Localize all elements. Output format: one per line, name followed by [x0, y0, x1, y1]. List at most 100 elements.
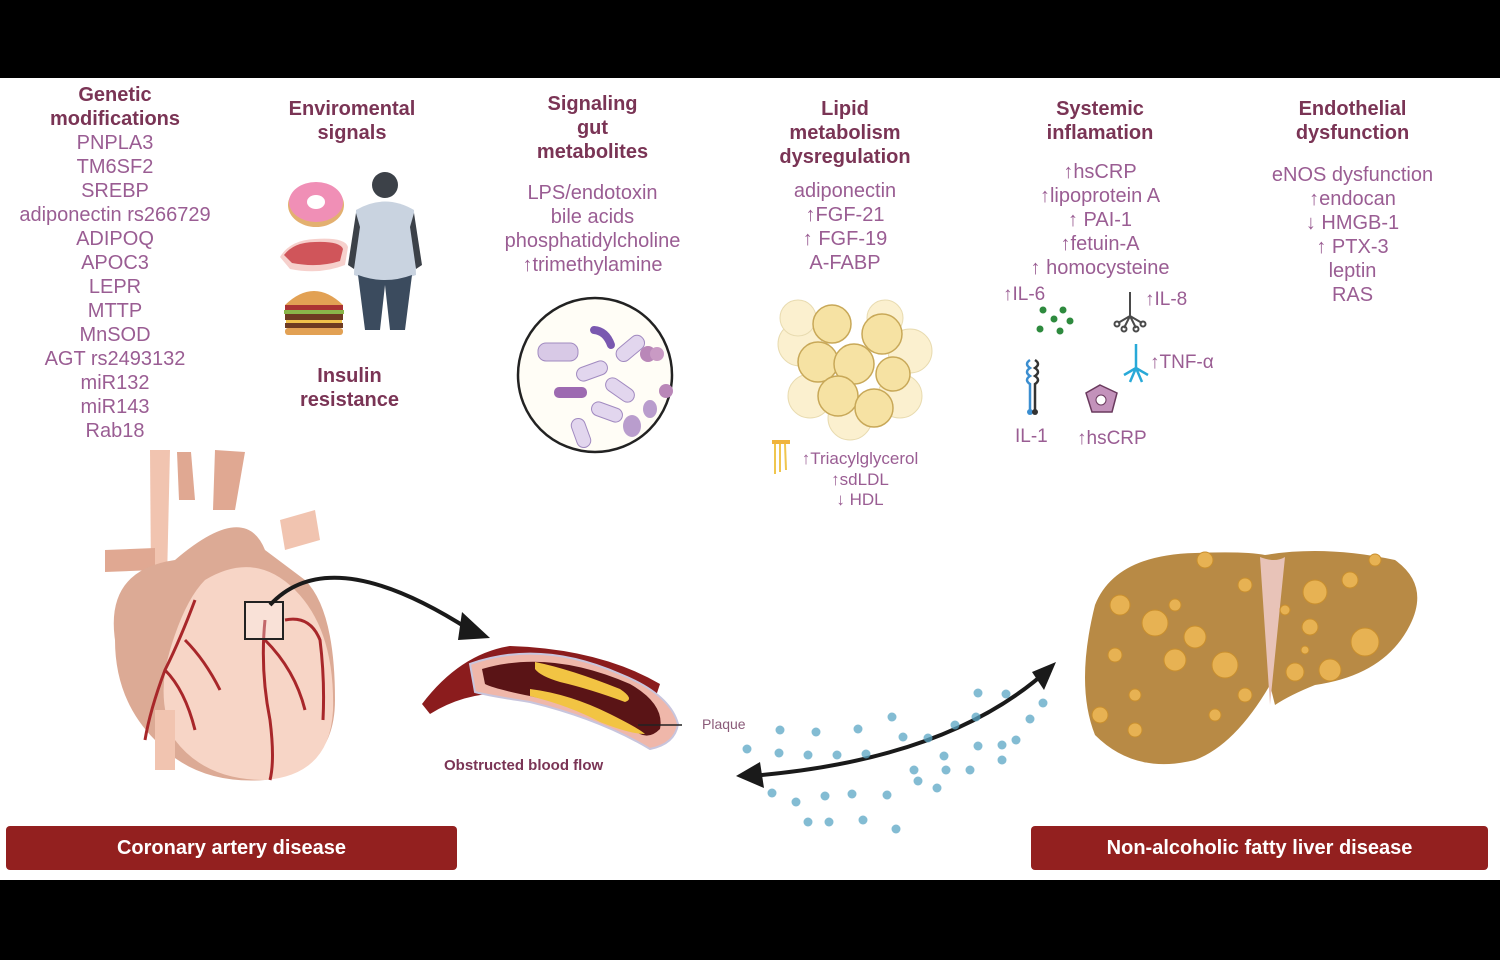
- particle: [853, 724, 863, 734]
- lipid-sub-item: ↓ HDL: [836, 490, 884, 509]
- endothelial-item: ↑endocan: [1309, 188, 1396, 210]
- particle: [882, 790, 892, 800]
- inflammation-column: Systemic inflamation ↑hsCRP↑lipoprotein …: [995, 97, 1205, 280]
- inflammation-list: ↑hsCRP↑lipoprotein A↑ PAI-1↑fetuin-A↑ ho…: [995, 160, 1205, 280]
- genetic-item: SREBP: [81, 180, 149, 202]
- gut-item: ↑trimethylamine: [522, 254, 663, 276]
- tnf-receptor-icon: [1123, 344, 1149, 383]
- heart-icon: [105, 450, 335, 781]
- particle: [861, 749, 871, 759]
- environmental-column: Enviromental signals: [262, 97, 442, 145]
- particle: [832, 750, 842, 760]
- il8-label: ↑IL-8: [1145, 289, 1188, 310]
- fat-droplet: [1350, 627, 1380, 657]
- genetic-item: APOC3: [81, 252, 149, 274]
- fat-droplet: [1196, 551, 1214, 569]
- il1-label: IL-1: [1015, 426, 1048, 447]
- gut-item: bile acids: [550, 206, 635, 228]
- particle: [887, 712, 897, 722]
- particle: [973, 741, 983, 751]
- fat-droplet: [1211, 651, 1239, 679]
- inflammation-item: ↑fetuin-A: [1060, 233, 1140, 255]
- lipid-sub-item: ↑Triacylglycerol: [801, 449, 919, 468]
- genetic-item: ADIPOQ: [76, 228, 154, 250]
- environmental-icons: [280, 172, 422, 335]
- genetic-item: MTTP: [87, 300, 143, 322]
- genetic-item: AGT rs2493132: [44, 348, 186, 370]
- fat-droplet: [1128, 688, 1142, 702]
- fat-droplet: [1301, 618, 1319, 636]
- phospholipid-icon: [772, 440, 790, 474]
- tnf-label: ↑TNF-α: [1150, 352, 1214, 373]
- il1-receptor-icon: [1025, 358, 1040, 415]
- fat-droplet: [1302, 579, 1328, 605]
- genetic-item: adiponectin rs266729: [19, 204, 211, 226]
- particle: [775, 725, 785, 735]
- particle: [1001, 689, 1011, 699]
- fat-droplet: [1109, 594, 1131, 616]
- fat-droplets: [1091, 551, 1382, 738]
- genetic-item: MnSOD: [79, 324, 151, 346]
- endothelial-column: Endothelial dysfunction eNOS dysfunction…: [1250, 97, 1455, 307]
- particle: [803, 750, 813, 760]
- endothelial-item: ↓ HMGB-1: [1305, 212, 1400, 234]
- inflammation-item: ↑ homocysteine: [1030, 257, 1170, 279]
- endothelial-title: Endothelial dysfunction: [1295, 98, 1410, 144]
- circulating-particles: [742, 688, 1048, 834]
- particle: [1011, 735, 1021, 745]
- particle: [891, 824, 901, 834]
- particle: [791, 797, 801, 807]
- fat-droplet: [1208, 708, 1222, 722]
- fat-droplet: [1183, 625, 1207, 649]
- fat-droplet: [1318, 658, 1342, 682]
- gut-microbiota-icon: [516, 296, 674, 454]
- fat-droplet: [1091, 706, 1109, 724]
- genetic-item: miR143: [80, 396, 150, 418]
- gut-item: phosphatidylcholine: [504, 230, 681, 252]
- particle: [965, 765, 975, 775]
- particle: [858, 815, 868, 825]
- inflammation-title: Systemic inflamation: [1046, 98, 1154, 144]
- lipid-sub-item: ↑sdLDL: [831, 469, 889, 489]
- fat-droplet: [1168, 598, 1182, 612]
- inflammation-item: ↑ PAI-1: [1067, 209, 1133, 231]
- particle: [913, 776, 923, 786]
- endothelial-item: ↑ PTX-3: [1316, 236, 1389, 258]
- lipid-item: ↑FGF-21: [805, 204, 885, 226]
- genetic-title: Genetic modifications: [49, 84, 180, 130]
- particle: [847, 789, 857, 799]
- fat-droplet: [1107, 647, 1123, 663]
- inflammation-item: ↑hsCRP: [1063, 161, 1137, 183]
- particle: [742, 744, 752, 754]
- particle: [939, 751, 949, 761]
- particle: [1038, 698, 1048, 708]
- particle: [767, 788, 777, 798]
- gut-title: Signaling gut metabolites: [536, 93, 649, 163]
- particle: [909, 765, 919, 775]
- particle: [811, 727, 821, 737]
- fat-droplet: [1163, 648, 1187, 672]
- artery-caption: Obstructed blood flow: [444, 757, 604, 774]
- fat-droplet: [1285, 662, 1305, 682]
- lipid-item: ↑ FGF-19: [802, 228, 888, 250]
- il6-dots-icon: [1036, 306, 1074, 335]
- plaque-label: Plaque: [702, 716, 746, 732]
- cad-banner: Coronary artery disease: [6, 826, 457, 870]
- genetic-item: PNPLA3: [76, 132, 154, 154]
- particle: [824, 817, 834, 827]
- cytokine-icons: [1025, 292, 1149, 415]
- particle: [803, 817, 813, 827]
- lipid-item: adiponectin: [793, 180, 897, 202]
- il8-receptor-icon: [1113, 292, 1147, 333]
- il6-label: ↑IL-6: [1003, 284, 1046, 305]
- fat-droplet: [1341, 571, 1359, 589]
- steak-icon: [280, 238, 348, 272]
- lipid-column: Lipid metabolism dysregulation adiponect…: [745, 97, 945, 275]
- zoom-box: [244, 601, 284, 640]
